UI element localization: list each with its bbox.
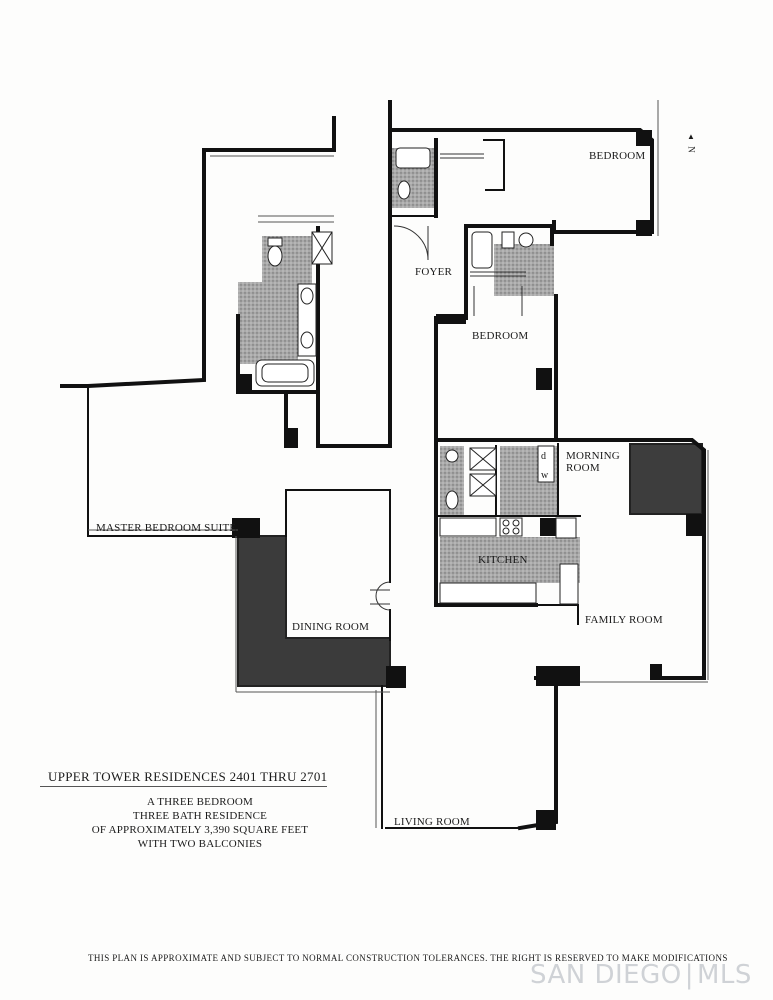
balcony-sw	[237, 535, 391, 687]
dryer-label: d	[541, 451, 547, 462]
fixtures	[255, 147, 579, 605]
walls	[60, 100, 706, 831]
watermark-left: SAN DIEGO	[530, 960, 682, 990]
closets	[440, 153, 526, 316]
balcony-ne	[629, 443, 703, 515]
master-suite-label: MASTER BEDROOM SUITE	[96, 522, 237, 534]
living-room-label: LIVING ROOM	[394, 816, 470, 828]
caption-line: WITH TWO BALCONIES	[137, 838, 263, 850]
north-arrow-icon: ▲	[687, 132, 695, 141]
watermark: SAN DIEGO|MLS	[530, 960, 752, 990]
bedroom-ne-label: BEDROOM	[589, 150, 646, 162]
north-label: N	[686, 146, 697, 153]
foyer-label: FOYER	[415, 266, 453, 278]
watermark-right: MLS	[696, 960, 752, 990]
morning-room-label-2: ROOM	[566, 462, 600, 474]
bedroom-center-label: BEDROOM	[472, 330, 529, 342]
caption-line: OF APPROXIMATELY 3,390 SQUARE FEET	[91, 824, 309, 836]
morning-room-label-1: MORNING	[566, 450, 620, 462]
dining-room-label: DINING ROOM	[292, 621, 370, 633]
plan-caption: UPPER TOWER RESIDENCES 2401 THRU 2701 A …	[40, 768, 360, 851]
caption-line: A THREE BEDROOM	[146, 796, 254, 808]
family-room-label: FAMILY ROOM	[585, 614, 663, 626]
glazing	[88, 100, 709, 828]
columns	[232, 130, 704, 830]
doors	[370, 225, 429, 611]
watermark-divider: |	[684, 960, 694, 990]
caption-title: UPPER TOWER RESIDENCES 2401 THRU 2701	[40, 769, 328, 787]
caption-line: THREE BATH RESIDENCE	[132, 810, 268, 822]
disclaimer: THIS PLAN IS APPROXIMATE AND SUBJECT TO …	[88, 953, 728, 963]
north-arrow: ▲ N	[686, 132, 697, 154]
kitchen-label: KITCHEN	[478, 554, 528, 566]
washer-label: w	[541, 470, 549, 481]
